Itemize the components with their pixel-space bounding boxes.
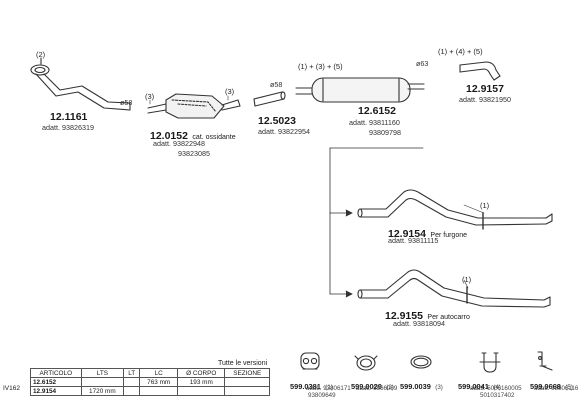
col-header: LT bbox=[123, 368, 141, 378]
desc-tail-truck: Per autocarro bbox=[427, 314, 470, 321]
callout-silencer: (1) + (3) + (5) bbox=[298, 62, 343, 71]
col-header: LTS bbox=[80, 368, 125, 378]
ref-silencer-1: adatt. 93811160 bbox=[349, 118, 400, 127]
variant-connector-line bbox=[329, 147, 424, 298]
diameter-inter-pipe: ø58 bbox=[270, 80, 283, 89]
table-cell bbox=[224, 386, 270, 396]
code-silencer: 12.6152 bbox=[358, 105, 396, 117]
table-cell bbox=[177, 386, 226, 396]
callout-tail-van: (1) bbox=[480, 201, 490, 210]
table-row: 12.6152 763 mm 193 mm bbox=[30, 377, 270, 387]
ref-silencer-2: 93809798 bbox=[369, 128, 401, 137]
accessory-1: 599.0381 (1) bbox=[290, 377, 333, 393]
accessory-ref: 93809649 bbox=[308, 392, 336, 399]
ref-front-pipe: adatt. 93826319 bbox=[42, 123, 94, 132]
accessory-qty: (3) bbox=[435, 384, 443, 391]
callout-cat-left: (3) bbox=[145, 92, 155, 101]
accessory-qty: (5) bbox=[565, 384, 573, 391]
callout-tail-truck: (1) bbox=[462, 275, 472, 284]
accessory-ref: adatt. 93806171 bbox=[306, 385, 351, 392]
silencer-drawing bbox=[295, 77, 425, 103]
table-row: 12.9154 1720 mm bbox=[30, 386, 270, 396]
desc-cat: cat. ossidante bbox=[192, 134, 236, 141]
front-pipe-drawing bbox=[30, 57, 131, 111]
accessory-qty: (1) bbox=[325, 384, 333, 391]
table-cell bbox=[80, 377, 125, 387]
table-cell: 193 mm bbox=[177, 377, 226, 387]
table-cell bbox=[123, 386, 141, 396]
code-front-pipe: 12.1161 bbox=[50, 111, 88, 123]
code-cat: 12.0152 cat. ossidante bbox=[150, 127, 236, 143]
desc-tail-van: Per furgone bbox=[430, 232, 468, 239]
accessory-4: 599.0041 (4) bbox=[458, 377, 501, 393]
table-cell: 1720 mm bbox=[80, 386, 125, 396]
table-title: Tutte le versioni bbox=[218, 360, 268, 367]
spec-table: ARTICOLO LTS LT LC Ø CORPO SEZIONE 12.61… bbox=[30, 368, 270, 396]
accessory-3: 599.0039 (3) bbox=[400, 377, 443, 393]
bracket-icon bbox=[537, 351, 553, 371]
ref-cat-1: adatt. 93822948 bbox=[153, 139, 205, 148]
accessory-ref: adatt. 5006160005 bbox=[470, 385, 522, 392]
accessory-code: 599.0029 bbox=[351, 382, 382, 391]
diameter-front-pipe: ø58 bbox=[120, 98, 133, 107]
code-inter-pipe: 12.5023 bbox=[258, 115, 296, 127]
table-cell: 12.9154 bbox=[30, 386, 82, 396]
table-cell bbox=[123, 377, 141, 387]
callout-front-pipe: (2) bbox=[36, 50, 46, 59]
code-cat-number: 12.0152 bbox=[150, 130, 188, 142]
col-header: ARTICOLO bbox=[30, 368, 82, 378]
tailpipe-truck-drawing bbox=[357, 269, 551, 308]
clamp-ring-icon bbox=[410, 355, 432, 369]
ref-cat-2: 93823085 bbox=[178, 149, 210, 158]
code-tail-van-number: 12.9154 bbox=[388, 228, 426, 240]
accessory-qty: (4) bbox=[493, 384, 501, 391]
callout-tail-short: (1) + (4) + (5) bbox=[438, 47, 483, 56]
table-cell: 763 mm bbox=[139, 377, 179, 387]
accessory-ref: 5010317402 bbox=[480, 392, 515, 399]
diameter-silencer: ø63 bbox=[416, 59, 429, 68]
table-side-label: IV162 bbox=[3, 385, 20, 392]
tailpipe-short-drawing bbox=[459, 61, 501, 81]
ref-tail-truck: adatt. 93818094 bbox=[393, 319, 445, 328]
accessory-code: 599.0039 bbox=[400, 382, 431, 391]
accessory-code: 599.0668 bbox=[530, 382, 561, 391]
gasket-ring-icon bbox=[354, 355, 378, 371]
code-tail-truck: 12.9155 Per autocarro bbox=[385, 307, 470, 323]
accessory-code: 599.0381 bbox=[290, 382, 321, 391]
code-tail-van: 12.9154 Per furgone bbox=[388, 225, 467, 241]
col-header: LC bbox=[139, 368, 179, 378]
accessory-5: 599.0668 (5) bbox=[530, 377, 573, 393]
ref-tail-short: adatt. 93821950 bbox=[459, 95, 511, 104]
accessory-qty: (2) bbox=[386, 384, 394, 391]
col-header: Ø CORPO bbox=[177, 368, 226, 378]
accessory-code: 599.0041 bbox=[458, 382, 489, 391]
ref-inter-pipe: adatt. 93822954 bbox=[258, 127, 310, 136]
callout-cat-right: (3) bbox=[225, 87, 235, 96]
table-header-row: ARTICOLO LTS LT LC Ø CORPO SEZIONE bbox=[30, 368, 270, 378]
u-bolt-clamp-icon bbox=[479, 352, 501, 373]
code-tail-short: 12.9157 bbox=[466, 83, 504, 95]
code-tail-truck-number: 12.9155 bbox=[385, 310, 423, 322]
intermediate-pipe-drawing bbox=[253, 91, 286, 107]
catalytic-converter-drawing bbox=[147, 93, 241, 119]
accessory-2: 599.0029 (2) bbox=[351, 377, 394, 393]
table-cell: 12.6152 bbox=[30, 377, 82, 387]
ref-tail-van: adatt. 93811115 bbox=[388, 236, 439, 245]
tailpipe-van-drawing bbox=[357, 189, 553, 230]
accessory-ref: adatt. 93806116 bbox=[534, 385, 579, 392]
rubber-hanger-icon bbox=[300, 352, 320, 370]
accessory-ref: adatt. 8566089 bbox=[356, 385, 398, 392]
table-cell bbox=[139, 386, 179, 396]
table-cell bbox=[224, 377, 270, 387]
col-header: SEZIONE bbox=[224, 368, 270, 378]
